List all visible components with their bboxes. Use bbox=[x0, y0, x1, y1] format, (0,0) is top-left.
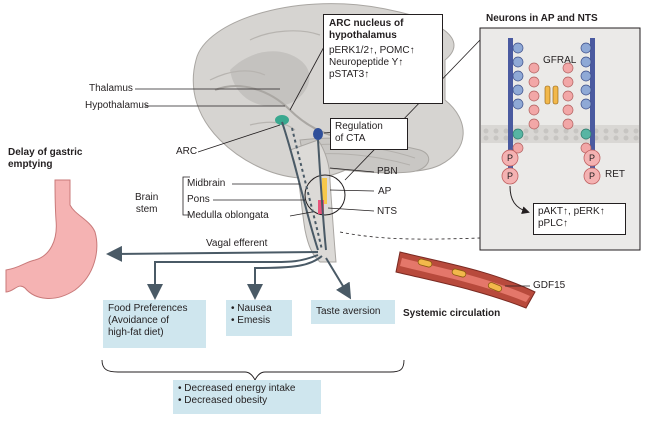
gfral-label: GFRAL bbox=[543, 55, 577, 66]
arc-nucleus-marker bbox=[275, 115, 289, 125]
arc-box-line-3: pSTAT3↑ bbox=[329, 69, 370, 80]
signal-line-1: pAKT↑, pERK↑ bbox=[538, 206, 605, 217]
systemic-circulation-label: Systemic circulation bbox=[403, 308, 501, 319]
ret-label: RET bbox=[605, 169, 625, 180]
pbn-label: PBN bbox=[377, 166, 398, 177]
brain-stem-label: Brain stem bbox=[135, 192, 158, 216]
hypothalamus-label: Hypothalamus bbox=[85, 100, 149, 111]
taste-line: Taste aversion bbox=[316, 306, 381, 317]
delay-gastric-line-1: Delay of gastric bbox=[8, 147, 83, 158]
summary-line-2: • Decreased obesity bbox=[178, 395, 268, 406]
p-label-3: P bbox=[589, 153, 596, 163]
thalamus-label: Thalamus bbox=[89, 83, 133, 94]
nerve-fibers bbox=[281, 121, 327, 251]
signal-line-2: pPLC↑ bbox=[538, 218, 569, 229]
food-line-2: (Avoidance of bbox=[108, 315, 169, 326]
blood-vessel bbox=[395, 251, 536, 309]
food-preferences-box: Food Preferences (Avoidance of high-fat … bbox=[103, 300, 206, 348]
ap-label: AP bbox=[378, 186, 392, 197]
neurons-panel bbox=[479, 27, 641, 251]
signaling-box: pAKT↑, pERK↑ pPLC↑ bbox=[533, 203, 626, 235]
nausea-line-1: • Nausea bbox=[231, 303, 272, 314]
delay-gastric-label: Delay of gastric emptying bbox=[8, 147, 82, 171]
arc-nucleus-box: ARC nucleus of hypothalamus pERK1/2↑, PO… bbox=[323, 14, 443, 104]
ap-nts-circle bbox=[304, 174, 346, 216]
gdf15-label: GDF15 bbox=[533, 280, 566, 291]
summary-box: • Decreased energy intake • Decreased ob… bbox=[173, 380, 321, 414]
panel-link-top bbox=[344, 39, 481, 181]
nts-marker bbox=[318, 200, 324, 214]
food-line-1: Food Preferences bbox=[108, 303, 188, 314]
brain-stem-line-2: stem bbox=[135, 204, 158, 215]
pbn-marker bbox=[313, 128, 323, 140]
arc-box-line-1: pERK1/2↑, POMC↑ bbox=[329, 45, 415, 56]
regulation-cta-line-2: of CTA bbox=[335, 133, 366, 144]
taste-aversion-box: Taste aversion bbox=[311, 300, 395, 324]
brain-stem-line-1: Brain bbox=[135, 192, 159, 203]
outcome-bracket bbox=[101, 359, 405, 382]
arc-label: ARC bbox=[176, 146, 198, 157]
p-label-2: P bbox=[507, 171, 514, 181]
vagal-efferent-arrow bbox=[106, 245, 319, 262]
regulation-cta-box: Regulation of CTA bbox=[330, 118, 408, 150]
nausea-line-2: • Emesis bbox=[231, 315, 271, 326]
arc-box-line-2: Neuropeptide Y↑ bbox=[329, 57, 404, 68]
arc-box-title-1: ARC nucleus of bbox=[329, 18, 404, 29]
summary-line-1: • Decreased energy intake bbox=[178, 383, 296, 394]
outcome-arrows bbox=[147, 254, 352, 300]
medulla-label: Medulla oblongata bbox=[187, 210, 269, 221]
p-label-1: P bbox=[507, 153, 514, 163]
neurons-panel-title: Neurons in AP and NTS bbox=[486, 13, 598, 24]
ap-marker bbox=[322, 178, 327, 204]
pons-label: Pons bbox=[187, 194, 210, 205]
regulation-cta-line-1: Regulation bbox=[335, 121, 383, 132]
food-line-3: high-fat diet) bbox=[108, 327, 164, 338]
leader-lines bbox=[135, 44, 375, 217]
arc-box-title-2: hypothalamus bbox=[329, 30, 397, 41]
vagal-efferent-label: Vagal efferent bbox=[206, 238, 268, 249]
stomach-illustration bbox=[5, 179, 98, 299]
delay-gastric-line-2: emptying bbox=[8, 159, 53, 170]
nts-label: NTS bbox=[377, 206, 397, 217]
midbrain-label: Midbrain bbox=[187, 178, 226, 189]
nausea-box: • Nausea • Emesis bbox=[226, 300, 292, 336]
p-label-4: P bbox=[589, 171, 596, 181]
panel-link bbox=[339, 231, 481, 240]
